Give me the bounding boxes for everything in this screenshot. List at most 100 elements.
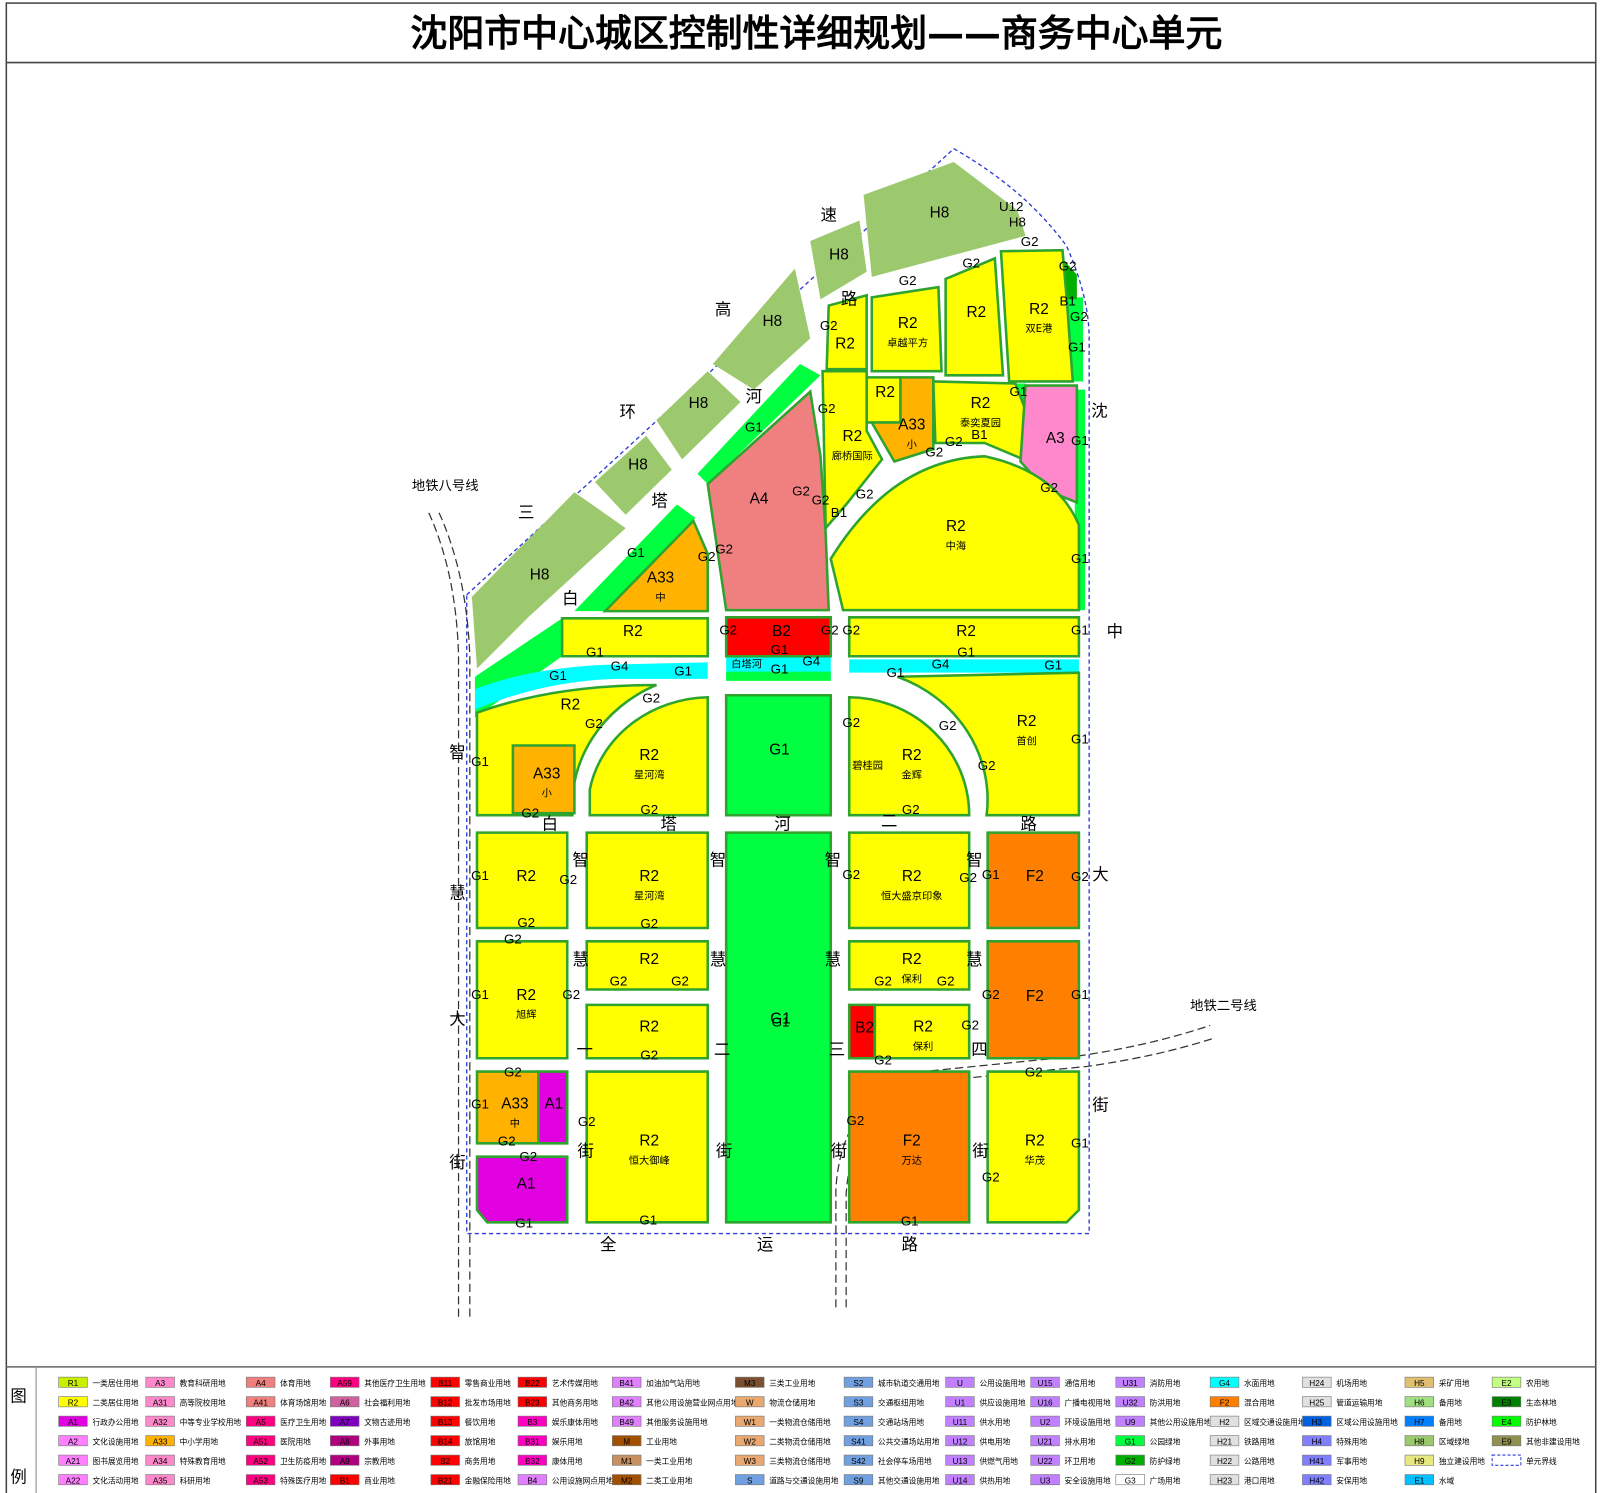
parcel-g1[interactable]: G1 [724,693,833,817]
legend-code: E4 [1502,1418,1512,1427]
road-name-char: 塔 [651,492,667,511]
parcel-h8[interactable]: H8 [712,268,811,390]
zoning-code-label: G2 [559,872,577,887]
zoning-code-label: G1 [471,868,489,883]
parcel-r2[interactable]: R2 [944,256,1005,377]
zoning-code-label: B1 [831,505,847,520]
legend-code: S4 [853,1418,863,1427]
zoning-code-label: G1 [549,668,567,683]
road-name-char: 慧 [710,950,726,969]
parcel-r2[interactable]: R2 [585,1003,709,1060]
parcel-shape [825,293,868,371]
parcel-shape [585,940,709,991]
road-name-char: 高 [715,300,731,319]
parcel-r2[interactable]: R2 [847,616,1081,658]
parcel-r2[interactable]: R2 [560,617,709,658]
legend-code: S42 [851,1457,866,1466]
legend-code: A8 [340,1437,350,1446]
legend-label: 娱乐用地 [552,1436,583,1446]
legend-code: B1 [340,1476,350,1485]
parcel-code: R2 [971,395,991,412]
zoning-code-label: B1 [971,427,987,442]
zoning-code-label: G2 [899,273,917,288]
parcel-code: A3 [1046,430,1065,447]
legend-label: 科研用地 [180,1475,211,1485]
zoning-code-label: G1 [471,754,489,769]
legend-swatch [1030,1415,1060,1427]
parcel-h8[interactable]: H8 [594,435,672,515]
parcel-shape [724,693,833,817]
parcel-r2[interactable]: R2 [865,376,902,424]
legend-code: U21 [1038,1437,1053,1446]
parcel-h8[interactable]: H8 [471,492,626,669]
legend-code: U16 [1038,1398,1053,1407]
parcel-code: B2 [855,1020,874,1037]
parcel-r2[interactable]: R2 [585,940,709,991]
parcel-r2[interactable]: R2 [475,831,569,930]
legend-label: 体育用地 [280,1378,311,1388]
legend-swatch [843,1396,874,1408]
legend-swatch [735,1435,765,1447]
legend-label: 防洪用地 [1150,1397,1181,1407]
parcel-f2[interactable]: F2 [986,831,1081,930]
parcel-code: H8 [762,313,782,330]
parcel-g1[interactable]: G1 [724,831,833,1224]
parcel-h8[interactable]: H8 [810,220,867,300]
road-name-char: 街 [716,1142,732,1161]
legend-code: R1 [68,1379,79,1388]
legend-code: W3 [744,1457,757,1466]
parcel-a1[interactable]: A1 [475,1155,569,1224]
road-name-char: 慧 [449,883,465,902]
parcel-h8[interactable]: H8 [656,371,741,460]
legend-label: 管道运输用地 [1336,1397,1382,1407]
parcel-f2[interactable]: F2 [986,940,1081,1060]
zoning-code-label: G2 [925,444,943,459]
road-name-char: 街 [449,1153,465,1172]
parcel-a4[interactable]: A4 [706,389,831,612]
zoning-code-label: G2 [1071,869,1089,884]
river-label: 白塔河 [731,658,762,671]
legend-label: 二类工业用地 [646,1475,692,1485]
zoning-code-label: G2 [640,916,658,931]
legend-swatch [612,1376,642,1388]
parcel-b2[interactable]: B2 [724,616,833,658]
parcel-r2[interactable]: R2 [825,293,868,371]
zoning-code-label: G2 [939,718,957,733]
road-name-char: 河 [746,387,762,406]
parcel-a1[interactable]: A1 [537,1070,569,1145]
legend-label: 特殊教育用地 [180,1456,226,1466]
parcel-h8[interactable]: H8 [863,162,1026,277]
zoning-code-label: G1 [982,867,1000,882]
parcel-b2[interactable]: B2 [847,1003,877,1060]
